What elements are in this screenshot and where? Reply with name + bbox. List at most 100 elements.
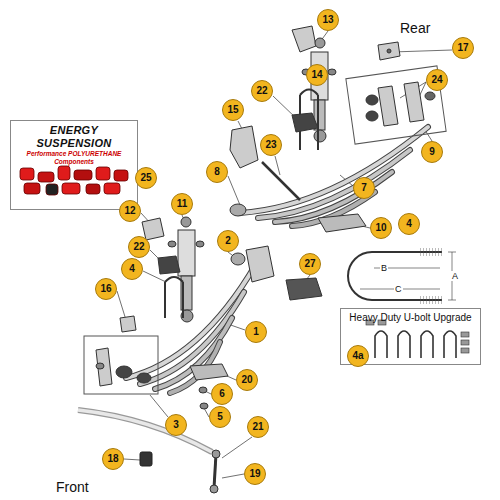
- u-bolt-dimension: [348, 252, 442, 300]
- callout-number: 12: [119, 200, 141, 222]
- callout-number: 4a: [347, 345, 369, 367]
- callout-text: 13: [322, 15, 333, 25]
- brand-box: ENERGY SUSPENSIONPerformance POLYURETHAN…: [10, 120, 138, 210]
- callout-text: 7: [361, 183, 367, 193]
- u-bolt-set: [375, 331, 387, 358]
- callout-text: 4: [129, 264, 135, 274]
- callout-text: 5: [217, 412, 223, 422]
- sway-bar: [210, 485, 218, 493]
- callout-number: 1: [245, 321, 267, 343]
- sway-bar: [212, 450, 220, 458]
- callout-number: 15: [222, 99, 244, 121]
- callout-text: 22: [133, 242, 144, 252]
- view-label: Rear: [400, 20, 430, 36]
- rear-parts: [366, 111, 378, 121]
- front-leaf-spring: [140, 292, 244, 384]
- rear-shock: [315, 38, 325, 48]
- callout-text: 17: [457, 43, 468, 53]
- rear-shock: [292, 26, 316, 52]
- front-parts: [84, 336, 158, 394]
- callout-text: 6: [219, 389, 225, 399]
- callout-number: 4: [121, 258, 143, 280]
- sway-bar: [78, 410, 220, 493]
- front-parts: [246, 246, 274, 282]
- front-parts: [231, 253, 245, 265]
- brand-name: ENERGY SUSPENSION: [15, 124, 133, 149]
- rear-parts: [230, 204, 246, 216]
- bushing-kit: [74, 170, 92, 180]
- leader-lines: [392, 50, 452, 52]
- u-bolt-set: [421, 331, 433, 358]
- callout-number: 20: [236, 369, 258, 391]
- sway-bar: [140, 452, 152, 466]
- front-shock: [168, 241, 176, 247]
- rear-parts: [230, 66, 446, 232]
- rear-leaf-spring: [240, 127, 428, 226]
- callout-text: 20: [241, 375, 252, 385]
- callout-text: 9: [429, 147, 435, 157]
- bushing-kit: [96, 167, 110, 180]
- rear-shock: [292, 26, 336, 142]
- bushing-kit: [104, 183, 120, 194]
- callout-number: 19: [244, 463, 266, 485]
- sway-bar: [78, 410, 212, 452]
- u-bolt-dimension: [418, 248, 442, 256]
- u-bolt-set: [461, 348, 469, 353]
- front-shock: [142, 217, 204, 322]
- callout-number: 5: [209, 406, 231, 428]
- callout-number: 22: [128, 236, 150, 258]
- callout-number: 6: [211, 383, 233, 405]
- u-bolt-dimension: [418, 296, 442, 304]
- u-bolt-dimension: [448, 300, 456, 301]
- callout-text: 4a: [352, 351, 363, 361]
- front-parts: [84, 246, 322, 409]
- bushing-kit: [46, 184, 58, 195]
- callout-number: 27: [299, 253, 321, 275]
- bushing-kit: [38, 172, 54, 182]
- callout-number: 16: [95, 278, 117, 300]
- rear-parts: [230, 126, 258, 168]
- front-shock: [142, 218, 164, 240]
- rear-parts: [262, 162, 300, 200]
- bushing-kit: [62, 183, 80, 194]
- callout-text: 23: [265, 140, 276, 150]
- front-parts: [96, 363, 104, 369]
- u-bolt-set: [444, 331, 456, 358]
- callout-number: 9: [421, 141, 443, 163]
- leader-lines: [117, 31, 452, 478]
- leader-lines: [117, 291, 126, 320]
- front-parts: [116, 366, 132, 378]
- callout-text: 25: [140, 173, 151, 183]
- front-parts: [165, 277, 183, 318]
- callout-text: 8: [214, 167, 220, 177]
- sway-bar: [78, 410, 212, 452]
- u-bolt-set: [461, 340, 469, 345]
- u-bolt-set: [366, 320, 469, 353]
- u-bolt-set: [461, 332, 469, 337]
- callout-number: 21: [247, 416, 269, 438]
- front-parts: [96, 348, 112, 386]
- callout-number: 18: [102, 448, 124, 470]
- rear-parts: [425, 92, 435, 100]
- view-label: Front: [56, 479, 89, 495]
- callout-text: 18: [107, 454, 118, 464]
- callout-text: 16: [100, 284, 111, 294]
- front-parts: [190, 364, 228, 380]
- u-bolt-dimension: [348, 248, 456, 304]
- bracket-17: [387, 49, 391, 53]
- callout-number: 14: [306, 64, 328, 86]
- leader-lines: [124, 459, 140, 460]
- callout-number: 23: [260, 134, 282, 156]
- front-parts: [286, 278, 322, 300]
- dimension-label: C: [394, 284, 403, 294]
- leader-lines: [150, 395, 168, 417]
- callout-text: 12: [124, 206, 135, 216]
- callout-number: 8: [206, 161, 228, 183]
- callout-text: 3: [173, 420, 179, 430]
- callout-number: 2: [217, 230, 239, 252]
- callout-text: 19: [249, 469, 260, 479]
- leader-lines: [228, 176, 240, 205]
- rear-parts: [366, 95, 378, 105]
- callout-text: 21: [252, 422, 263, 432]
- callout-text: 11: [177, 199, 188, 209]
